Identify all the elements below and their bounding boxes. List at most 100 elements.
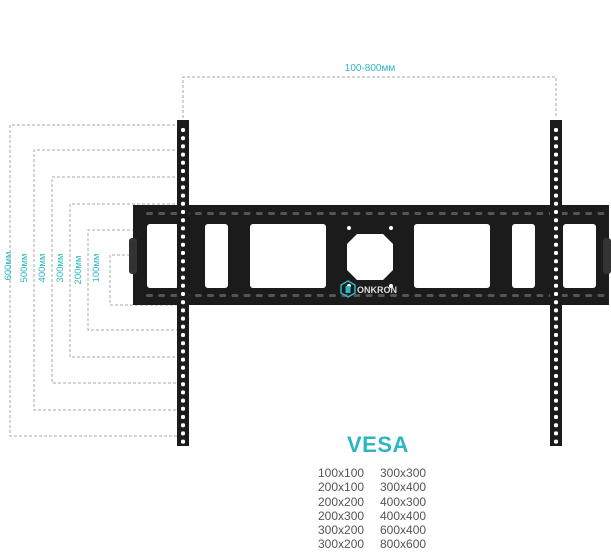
plate-window xyxy=(205,224,228,288)
slot-hole xyxy=(158,294,166,297)
right-knob xyxy=(603,238,611,274)
logo-mark-icon xyxy=(345,286,351,293)
slot-hole xyxy=(560,212,568,215)
slot-hole xyxy=(243,294,251,297)
arm-hole xyxy=(554,152,558,157)
vesa-size: 200x100 xyxy=(318,480,365,495)
arm-hole xyxy=(554,144,558,149)
arm-hole xyxy=(181,292,185,296)
slot-hole xyxy=(377,212,385,215)
height-dimension-label: 300мм xyxy=(55,254,66,283)
arm-hole xyxy=(554,292,558,296)
arm-hole xyxy=(181,201,185,206)
plate-window xyxy=(414,224,490,288)
arm-hole xyxy=(181,136,185,141)
arm-hole xyxy=(554,316,558,321)
slot-hole xyxy=(207,294,214,297)
arm-hole xyxy=(554,242,558,247)
arm-hole xyxy=(554,275,558,280)
arm-hole xyxy=(181,234,185,239)
slot-hole xyxy=(451,294,458,297)
vesa-size: 200x200 xyxy=(318,494,365,509)
vesa-size: 600x400 xyxy=(380,523,427,538)
slot-hole xyxy=(170,294,178,297)
slot-hole xyxy=(353,212,361,215)
arm-hole xyxy=(181,283,185,288)
slot-hole xyxy=(585,294,593,297)
arm-hole xyxy=(181,251,185,255)
arm-hole xyxy=(181,128,185,132)
arm-hole xyxy=(181,406,185,411)
arm-hole xyxy=(554,226,558,231)
arm-hole xyxy=(554,423,558,428)
arm-hole xyxy=(181,374,185,378)
slot-hole xyxy=(560,294,568,297)
slot-hole xyxy=(329,212,336,215)
vesa-size: 300x300 xyxy=(380,466,427,480)
arm-hole xyxy=(554,283,558,288)
plate-window xyxy=(512,224,535,288)
arm-hole xyxy=(554,185,558,190)
slot-hole xyxy=(292,294,300,297)
arm-hole xyxy=(554,128,558,132)
slot-hole xyxy=(219,294,227,297)
vesa-size: 400x400 xyxy=(380,508,427,523)
arm-hole xyxy=(181,144,185,149)
arm-hole xyxy=(181,398,185,403)
arm-hole xyxy=(554,406,558,411)
slot-hole xyxy=(536,294,544,297)
vesa-size: 300x400 xyxy=(380,480,427,495)
height-dimension-label: 400мм xyxy=(37,254,48,283)
arm-hole xyxy=(554,160,558,165)
slot-hole xyxy=(292,212,300,215)
slot-hole xyxy=(219,212,227,215)
slot-hole xyxy=(597,212,605,215)
arm-hole xyxy=(181,169,185,173)
arm-hole xyxy=(181,431,185,436)
arm-hole xyxy=(554,210,558,214)
arm-hole xyxy=(181,160,185,165)
slot-hole xyxy=(451,212,458,215)
slot-hole xyxy=(426,294,434,297)
arm-hole xyxy=(554,308,558,313)
height-dimension-line xyxy=(51,176,180,384)
slot-hole xyxy=(402,212,410,215)
arm-hole xyxy=(554,136,558,141)
mount-hole xyxy=(389,284,393,288)
arm-hole xyxy=(554,398,558,403)
arm-hole xyxy=(181,300,185,305)
height-dimension-line xyxy=(33,149,180,411)
arm-hole xyxy=(554,169,558,173)
arm-hole xyxy=(181,324,185,329)
arm-hole xyxy=(181,193,185,198)
slot-hole xyxy=(475,212,483,215)
arm-hole xyxy=(554,177,558,182)
logo-hex-icon xyxy=(340,280,356,298)
onkron-logo: ONKRON xyxy=(340,280,397,298)
center-cutout xyxy=(347,234,393,280)
slot-hole xyxy=(316,294,324,297)
arm-hole xyxy=(181,349,185,354)
slot-hole xyxy=(414,212,422,215)
slot-hole xyxy=(329,294,336,297)
arm-hole xyxy=(554,390,558,395)
slot-hole xyxy=(573,212,580,215)
slot-hole xyxy=(487,294,495,297)
slot-hole xyxy=(512,294,519,297)
slot-hole xyxy=(390,294,397,297)
slot-hole xyxy=(231,212,239,215)
width-dimension-line xyxy=(182,76,557,118)
left-arm xyxy=(177,120,189,446)
slot-hole xyxy=(146,212,153,215)
height-dimension-line xyxy=(69,203,180,358)
slot-hole xyxy=(463,294,471,297)
arm-hole xyxy=(554,431,558,436)
slot-hole xyxy=(146,294,153,297)
slot-hole xyxy=(585,212,593,215)
plate-window xyxy=(563,224,596,288)
slot-hole xyxy=(499,294,507,297)
arm-hole xyxy=(554,300,558,305)
slot-hole xyxy=(524,294,532,297)
slot-hole xyxy=(499,212,507,215)
